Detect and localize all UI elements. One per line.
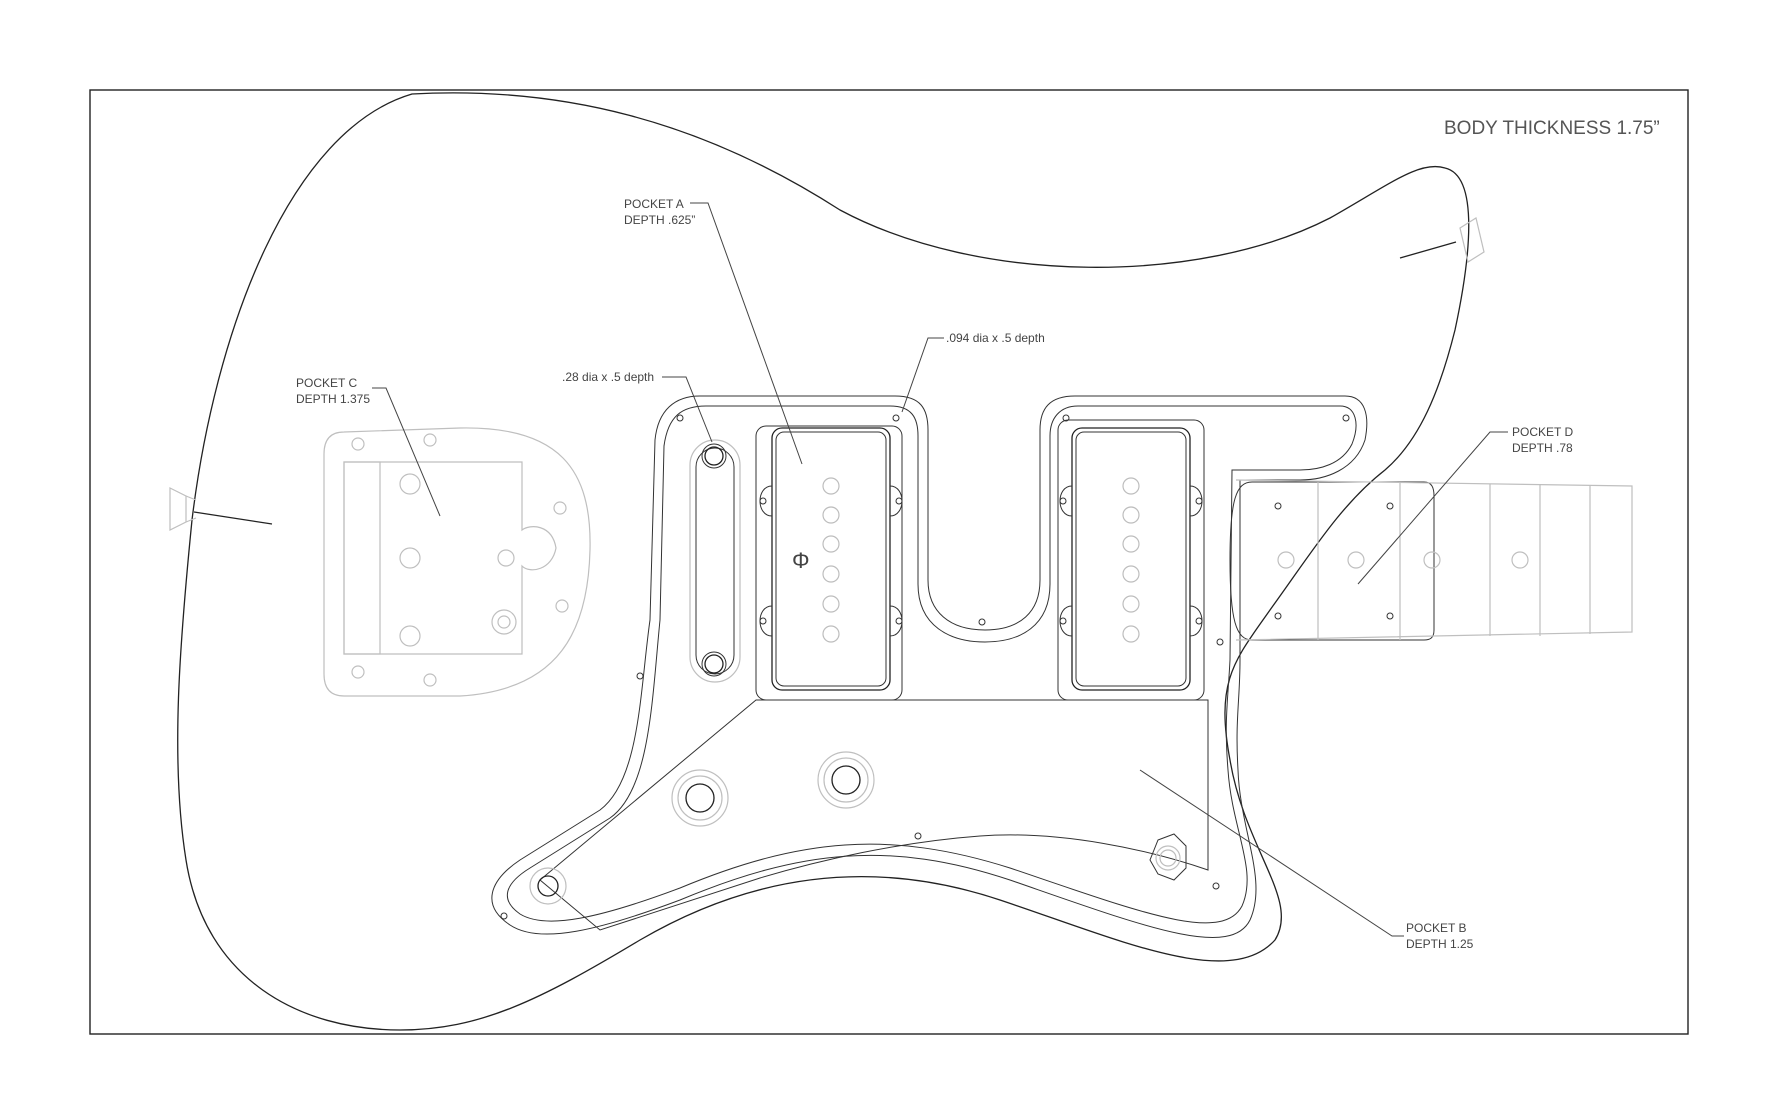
annotation-large-hole: .28 dia x .5 depth <box>562 370 713 443</box>
pickguard-bevel <box>506 405 1357 924</box>
small-hole-label: .094 dia x .5 depth <box>946 331 1045 345</box>
pocket-a-label: POCKET A <box>624 197 684 211</box>
pocket-c-depth: DEPTH 1.375 <box>296 392 370 406</box>
neck-pickup-cover <box>771 427 891 691</box>
pickguard-outline <box>491 395 1368 938</box>
annotation-pocket-a: POCKET A DEPTH .625” <box>624 197 803 465</box>
bridge-pickup-cover <box>1071 427 1191 691</box>
pocket-d-neck-pocket <box>1229 479 1633 641</box>
large-hole-label: .28 dia x .5 depth <box>562 370 654 384</box>
bridge-pickup-pole-pieces <box>1122 477 1140 643</box>
pickguard-screw-holes <box>500 414 1350 920</box>
pocket-c-tremolo <box>323 427 591 697</box>
control-knobs <box>529 751 875 905</box>
rhythm-circuit-bar <box>689 439 741 683</box>
strap-button-right-icon <box>1399 217 1485 263</box>
bridge-pickup-route <box>1057 419 1205 701</box>
output-jack-icon <box>1149 833 1187 881</box>
center-mark-symbol: Φ <box>792 548 810 573</box>
pocket-b-depth: DEPTH 1.25 <box>1406 937 1474 951</box>
annotation-pocket-c: POCKET C DEPTH 1.375 <box>296 376 441 517</box>
annotation-pocket-d: POCKET D DEPTH .78 <box>1357 425 1573 585</box>
body-thickness-title: BODY THICKNESS 1.75” <box>1444 118 1660 139</box>
neck-pickup-pole-pieces <box>822 477 840 643</box>
pocket-c-label: POCKET C <box>296 376 357 390</box>
annotation-pocket-b: POCKET B DEPTH 1.25 <box>1139 769 1474 951</box>
pocket-a-depth: DEPTH .625” <box>624 213 695 227</box>
pocket-b-label: POCKET B <box>1406 921 1466 935</box>
pocket-a-neck-pickup-route <box>755 425 903 701</box>
drawing-frame <box>89 89 1689 1035</box>
strap-button-left-icon <box>169 487 273 531</box>
body-outline <box>177 92 1470 1031</box>
pocket-d-depth: DEPTH .78 <box>1512 441 1573 455</box>
pickup-mounting-ears <box>759 485 1203 637</box>
annotation-small-hole: .094 dia x .5 depth <box>901 331 1045 413</box>
pocket-b-control-cavity <box>539 699 1209 931</box>
pocket-d-label: POCKET D <box>1512 425 1573 439</box>
